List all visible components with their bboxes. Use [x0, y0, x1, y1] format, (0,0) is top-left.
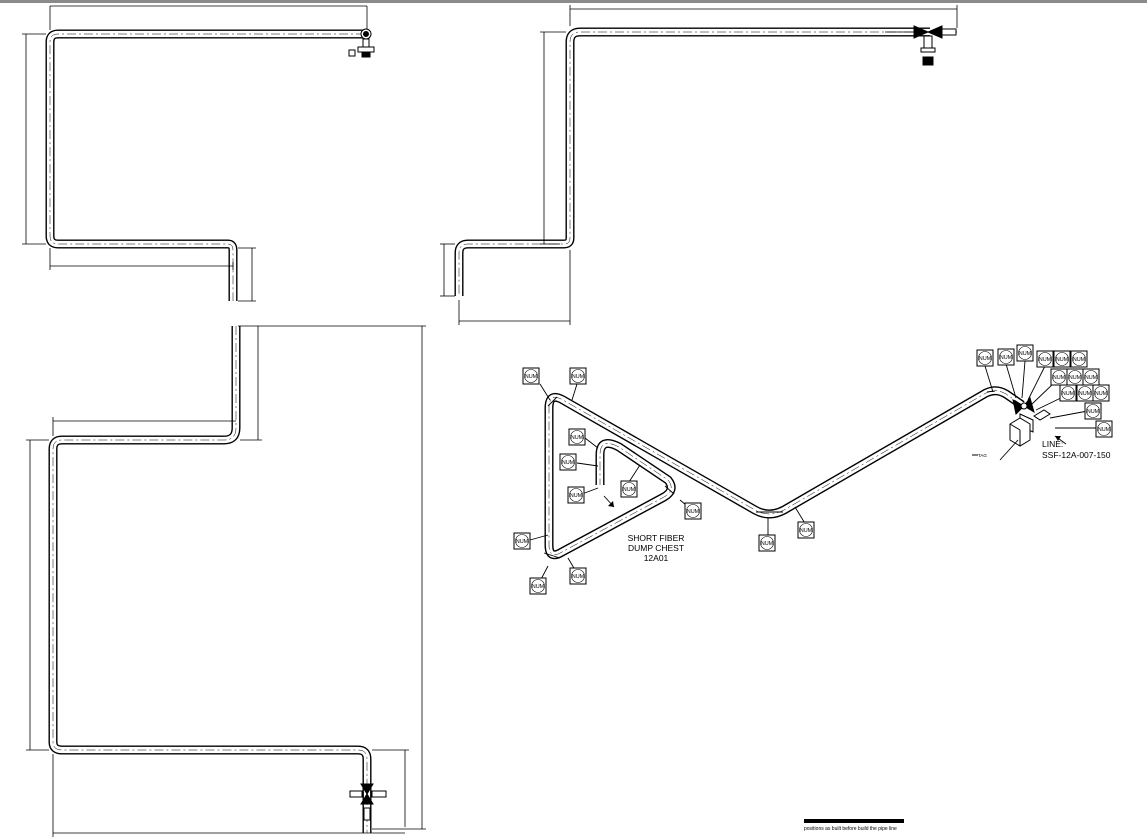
num-tag-label: NUM	[562, 460, 575, 466]
num-tag: NUM	[569, 367, 587, 385]
num-tag: NUM	[1082, 368, 1100, 386]
num-tag: NUM	[529, 577, 547, 595]
num-tag-label: NUM	[1079, 391, 1092, 397]
chest-label-line2: DUMP CHEST	[628, 543, 684, 553]
num-tag: NUM	[1016, 344, 1034, 362]
num-tag: NUM	[797, 521, 815, 539]
num-tag-label: NUM	[1069, 375, 1082, 381]
num-tag-label: NUM	[1019, 351, 1032, 357]
num-tag: NUM	[684, 502, 702, 520]
line-label-title: LINE:	[1042, 439, 1063, 449]
num-tag-label: NUM	[516, 539, 529, 545]
tag-leaders	[529, 360, 1104, 586]
num-tag: NUM	[1076, 384, 1094, 402]
num-tag-label: NUM	[1056, 357, 1069, 363]
num-tag: NUM	[1036, 350, 1054, 368]
num-tag: NUM	[1066, 368, 1084, 386]
num-tag-label: NUM	[761, 541, 774, 547]
pipe-view-top-left[interactable]	[22, 5, 368, 302]
chest-label-line3: 12A01	[644, 553, 669, 563]
valve-icon[interactable]	[1009, 396, 1051, 447]
num-tag-label: NUM	[532, 584, 545, 590]
num-tag-label: NUM	[1073, 357, 1086, 363]
pipe-view-top-right[interactable]	[440, 5, 958, 325]
num-tag: NUM	[1070, 350, 1088, 368]
num-tag-label: NUM	[1053, 375, 1066, 381]
num-tag-label: NUM	[1095, 391, 1108, 397]
num-tag: NUM	[997, 348, 1015, 366]
num-tag: NUM	[758, 534, 776, 552]
window-top-bar	[0, 0, 1147, 3]
num-tag: NUM	[559, 453, 577, 471]
num-tag-label: NUM	[800, 528, 813, 534]
num-tag-label: NUM	[570, 493, 583, 499]
num-tag: NUM	[1084, 402, 1102, 420]
line-label-code: SSF-12A-007-150	[1042, 450, 1111, 460]
chest-label-line1: SHORT FIBER	[628, 533, 685, 543]
num-tag: NUM	[1050, 368, 1068, 386]
num-tag-label: NUM	[572, 374, 585, 380]
scale-bar	[804, 819, 904, 823]
num-tag-label: NUM	[687, 509, 700, 515]
num-tag-label: NUM	[1062, 391, 1075, 397]
pipe-view-bottom-left[interactable]	[26, 325, 426, 837]
num-tag: NUM	[1053, 350, 1071, 368]
num-tag: NUM	[1059, 384, 1077, 402]
num-tag: NUM	[1095, 420, 1113, 438]
num-tag-label: NUM	[1039, 357, 1052, 363]
pipe-isometric-main[interactable]	[543, 386, 1025, 560]
num-tag: NUM	[568, 428, 586, 446]
small-tag-marker: TAG	[978, 453, 987, 458]
num-tag-label: NUM	[1000, 355, 1013, 361]
valve-icon[interactable]	[348, 28, 375, 58]
valve-icon[interactable]	[913, 25, 957, 66]
valve-icon[interactable]	[349, 783, 387, 821]
num-tag-label: NUM	[1085, 375, 1098, 381]
num-tag: NUM	[1092, 384, 1110, 402]
num-tag-label: NUM	[1087, 409, 1100, 415]
num-tag: NUM	[522, 367, 540, 385]
num-tag-label: NUM	[572, 574, 585, 580]
num-tag: NUM	[567, 486, 585, 504]
num-tag-label: NUM	[525, 374, 538, 380]
num-tag: NUM	[513, 532, 531, 550]
num-tag-label: NUM	[1098, 427, 1111, 433]
num-tag-label: NUM	[979, 356, 992, 362]
footer-note: positions as built before build the pipe…	[804, 826, 897, 832]
num-tag: NUM	[569, 567, 587, 585]
num-tag: NUM	[620, 480, 638, 498]
num-tag-label: NUM	[571, 435, 584, 441]
num-tag-label: NUM	[623, 487, 636, 493]
num-tag: NUM	[976, 349, 994, 367]
